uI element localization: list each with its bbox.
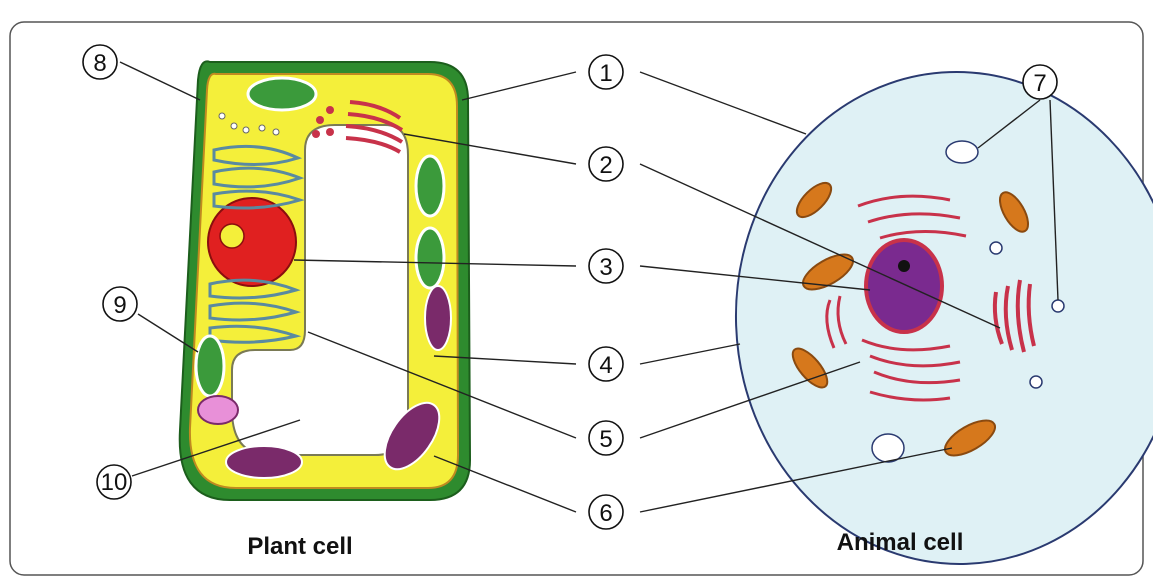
label-4: 4 <box>589 347 623 381</box>
label-10: 10 <box>97 465 131 499</box>
label-2-text: 2 <box>599 152 612 179</box>
label-4-text: 4 <box>599 352 612 379</box>
label-10-text: 10 <box>101 469 128 496</box>
label-8: 8 <box>83 45 117 79</box>
label-5-text: 5 <box>599 426 612 453</box>
label-9: 9 <box>103 287 137 321</box>
animal-nucleus <box>866 240 942 332</box>
label-6-text: 6 <box>599 500 612 527</box>
plant-spiral-organelle <box>198 396 238 424</box>
label-7: 7 <box>1023 65 1057 99</box>
animal-nucleolus <box>898 260 910 272</box>
label-9-text: 9 <box>113 292 126 319</box>
label-7-text: 7 <box>1033 70 1046 97</box>
plant-cell <box>180 61 470 500</box>
plant-nucleolus <box>220 224 244 248</box>
animal-cell-caption: Animal cell <box>837 529 964 556</box>
label-5: 5 <box>589 421 623 455</box>
plant-cell-caption: Plant cell <box>247 533 352 560</box>
label-3: 3 <box>589 249 623 283</box>
label-8-text: 8 <box>93 50 106 77</box>
label-1: 1 <box>589 55 623 89</box>
label-2: 2 <box>589 147 623 181</box>
label-3-text: 3 <box>599 254 612 281</box>
label-6: 6 <box>589 495 623 529</box>
label-1-text: 1 <box>599 60 612 87</box>
